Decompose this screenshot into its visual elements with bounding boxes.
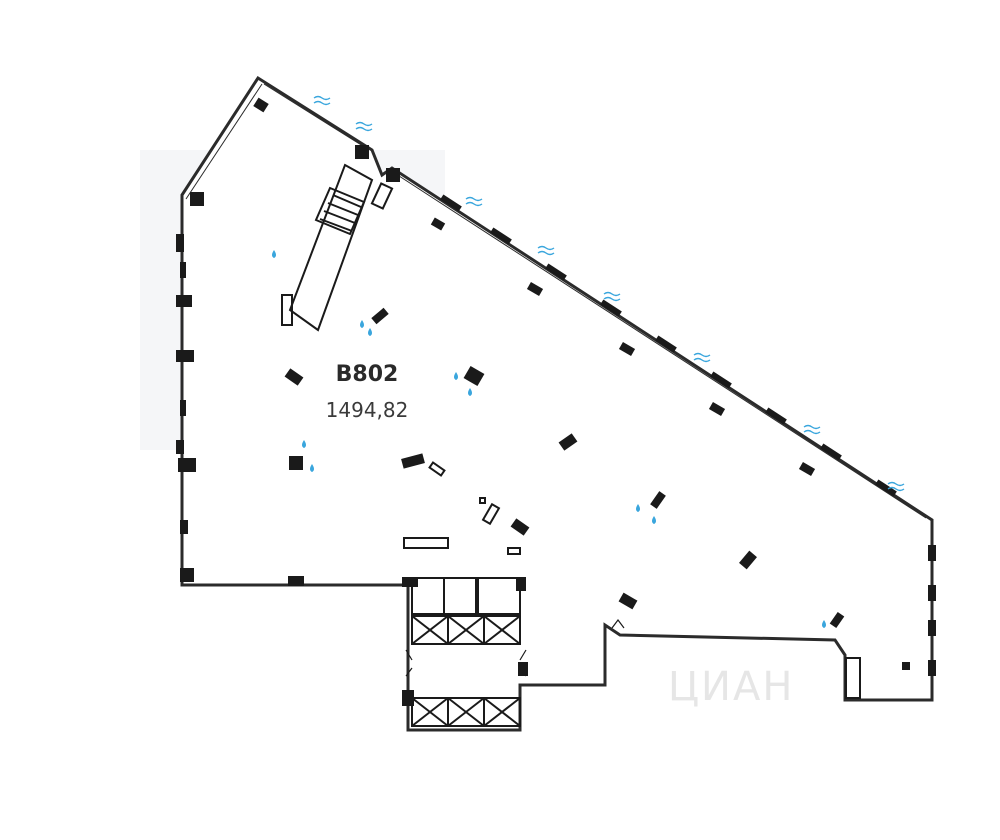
facade-inner-line [185, 83, 927, 519]
unit-area: 1494,82 [325, 398, 409, 422]
stair-core [281, 163, 394, 332]
elevator-core [411, 577, 521, 727]
wave-icon [313, 95, 905, 492]
unit-code: B802 [335, 362, 399, 387]
doors [405, 619, 625, 677]
fixtures [403, 461, 521, 555]
columns [176, 97, 936, 706]
watermark-logo: ЦИАН [668, 664, 795, 710]
water-drop-icon [272, 250, 826, 628]
small-room [845, 657, 861, 699]
